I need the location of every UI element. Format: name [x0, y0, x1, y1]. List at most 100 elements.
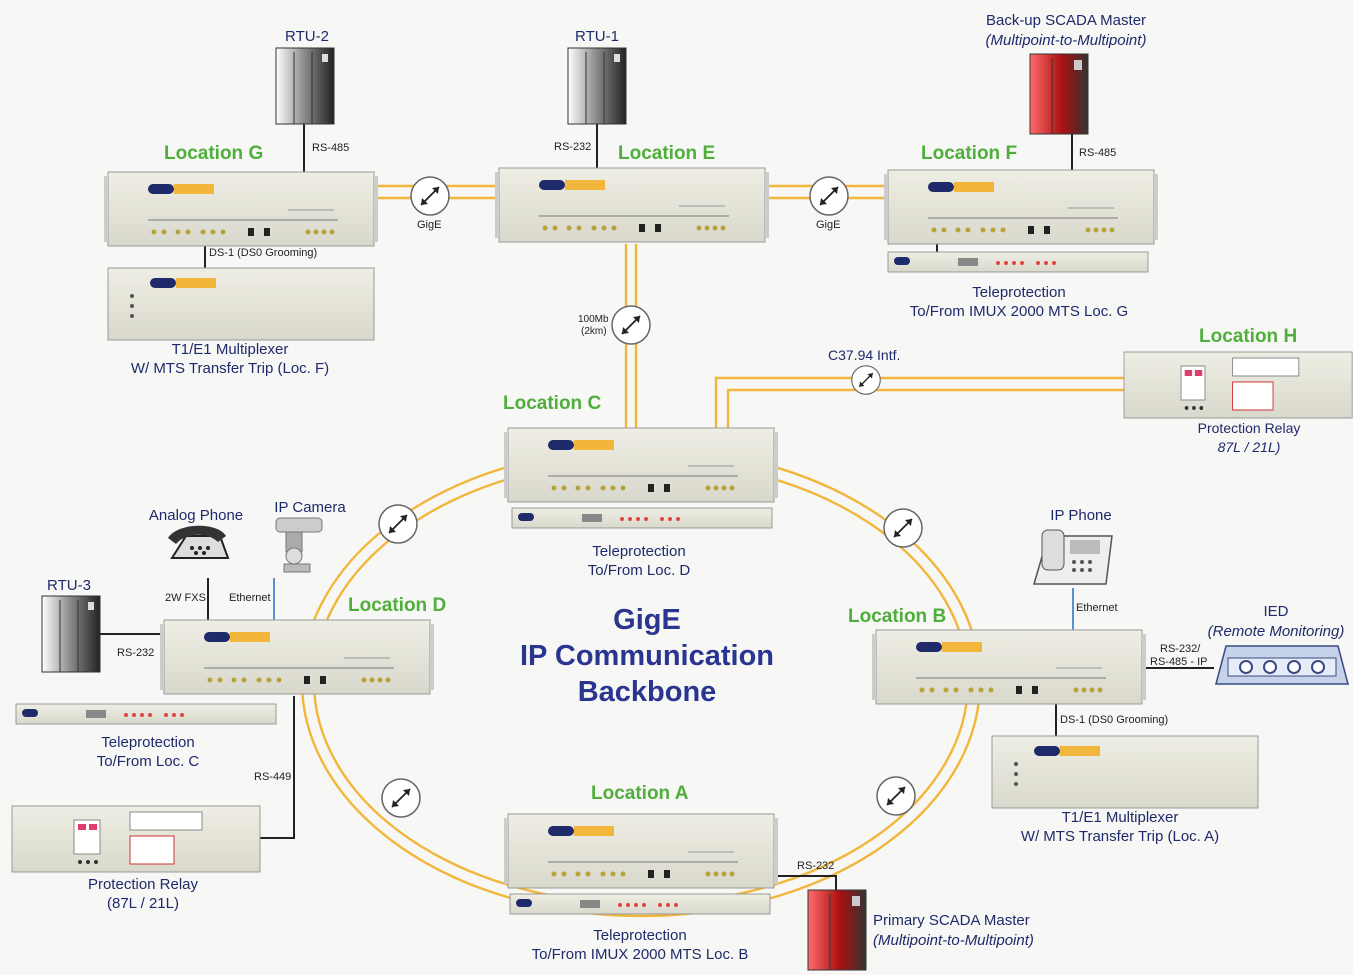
serial-links [100, 122, 1214, 895]
c3794-label: C37.94 Intf. [828, 347, 901, 363]
caption-line: W/ MTS Transfer Trip (Loc. A) [1020, 828, 1220, 845]
tp-f-caption: Teleprotection To/From IMUX 2000 MTS Loc… [910, 283, 1128, 321]
server-cabinet-icon [807, 889, 867, 971]
server-cabinet-icon [41, 595, 101, 673]
location-g-label: Location G [164, 143, 264, 164]
ied-sublabel: (Remote Monitoring) [1207, 623, 1345, 640]
rtu-1-label: RTU-1 [575, 28, 619, 45]
caption-line: (87L / 21L) [107, 895, 179, 912]
rack-unit-icon [107, 267, 375, 341]
primary-scada-sublabel: (Multipoint-to-Multipoint) [873, 932, 1034, 949]
tp-d-caption: Teleprotection To/From Loc. C [97, 733, 200, 771]
2km-label: (2km) [581, 326, 607, 337]
rack-unit-icon [503, 813, 779, 889]
rtu-3-label: RTU-3 [47, 577, 91, 594]
rack-unit-icon [159, 619, 435, 695]
location-h-label: Location H [1199, 326, 1298, 347]
ied-label: IED [1263, 603, 1289, 620]
rs485-g-label: RS-485 [312, 142, 350, 154]
rack-unit-icon [887, 251, 1149, 273]
caption-line: Protection Relay [1197, 420, 1301, 436]
rack-unit-icon [503, 427, 779, 503]
ethernet-d-label: Ethernet [229, 592, 271, 604]
caption-line: T1/E1 Multiplexer [171, 341, 289, 358]
ip-phone-icon [1033, 529, 1113, 585]
rack-unit-icon [883, 169, 1159, 245]
caption-line: To/From Loc. C [96, 753, 200, 770]
fiber-coupler-icon [410, 176, 450, 216]
rack-unit-icon [103, 171, 379, 247]
backbone-title-line: IP Communication [519, 640, 775, 672]
fiber-coupler-icon [378, 504, 418, 544]
caption-line: To/From IMUX 2000 MTS Loc. B [531, 946, 749, 963]
caption-line: To/From Loc. D [587, 562, 691, 579]
gige-ef-label: GigE [816, 219, 841, 231]
caption-line: W/ MTS Transfer Trip (Loc. F) [130, 360, 330, 377]
caption-line: Protection Relay [87, 876, 199, 893]
backup-scada-sublabel: (Multipoint-to-Multipoint) [985, 32, 1147, 49]
ip-phone-label: IP Phone [1050, 507, 1112, 524]
relay-d-caption: Protection Relay (87L / 21L) [88, 875, 198, 913]
ip-camera-icon [275, 517, 323, 573]
backup-scada-label: Back-up SCADA Master [985, 12, 1147, 29]
caption-line: To/From IMUX 2000 MTS Loc. G [909, 303, 1129, 320]
mux-g-caption: T1/E1 Multiplexer W/ MTS Transfer Trip (… [131, 340, 329, 378]
server-cabinet-icon [1029, 53, 1089, 135]
rs232-a-label: RS-232 [797, 860, 835, 872]
rack-unit-icon [511, 507, 773, 529]
location-a-label: Location A [591, 783, 689, 804]
ethernet-links [273, 578, 1074, 630]
caption-line: T1/E1 Multiplexer [1061, 809, 1179, 826]
fiber-coupler-icon [809, 176, 849, 216]
tp-a-caption: Teleprotection To/From IMUX 2000 MTS Loc… [532, 926, 749, 964]
mux-b-caption: T1/E1 Multiplexer W/ MTS Transfer Trip (… [1021, 808, 1219, 846]
ied-device-icon [1215, 645, 1349, 685]
rs232-d-label: RS-232 [117, 647, 155, 659]
caption-line: Teleprotection [972, 284, 1066, 301]
rack-unit-icon [11, 805, 261, 873]
rack-unit-icon [15, 703, 277, 725]
backbone-title: GigE IP Communication Backbone [520, 602, 774, 710]
ip-camera-label: IP Camera [274, 499, 346, 516]
rtu-2-label: RTU-2 [285, 28, 329, 45]
rs232-e-label: RS-232 [554, 141, 592, 153]
100mb-label: 100Mb [578, 314, 609, 325]
fxs-label: 2W FXS [165, 592, 206, 604]
relay-h-caption: Protection Relay 87L / 21L) [1198, 419, 1301, 457]
rack-unit-icon [509, 893, 771, 915]
analog-phone-icon [168, 525, 230, 559]
tp-c-caption: Teleprotection To/From Loc. D [588, 542, 691, 580]
backbone-title-line: Backbone [577, 676, 717, 708]
server-cabinet-icon [567, 47, 627, 125]
location-d-label: Location D [348, 595, 447, 616]
fiber-coupler-icon [883, 508, 923, 548]
fiber-coupler-icon [876, 776, 916, 816]
fiber-coupler-icon [851, 365, 881, 395]
rack-unit-icon [1123, 351, 1353, 419]
server-cabinet-icon [275, 47, 335, 125]
caption-line: Teleprotection [592, 543, 686, 560]
ethernet-b-label: Ethernet [1076, 602, 1118, 614]
primary-scada-label: Primary SCADA Master [873, 912, 1030, 929]
gige-ge-label: GigE [417, 219, 442, 231]
fiber-coupler-icon [381, 778, 421, 818]
rack-unit-icon [871, 629, 1147, 705]
ds1-g-label: DS-1 (DS0 Grooming) [209, 247, 318, 259]
location-c-label: Location C [503, 393, 602, 414]
caption-line: Teleprotection [101, 734, 195, 751]
location-f-label: Location F [921, 143, 1018, 164]
rack-unit-icon [494, 167, 770, 243]
rack-unit-icon [991, 735, 1259, 809]
rs232-ied-label-1: RS-232/ [1160, 643, 1201, 655]
caption-line: Teleprotection [593, 927, 687, 944]
location-e-label: Location E [618, 143, 716, 164]
backbone-title-line: GigE [613, 604, 681, 636]
rs449-label: RS-449 [254, 771, 292, 783]
ds1-b-label: DS-1 (DS0 Grooming) [1060, 714, 1169, 726]
rs232-ied-label-2: RS-485 - IP [1150, 656, 1208, 668]
caption-line: 87L / 21L) [1217, 439, 1281, 455]
rs485-f-label: RS-485 [1079, 147, 1117, 159]
fiber-coupler-icon [611, 305, 651, 345]
analog-phone-label: Analog Phone [148, 507, 244, 524]
